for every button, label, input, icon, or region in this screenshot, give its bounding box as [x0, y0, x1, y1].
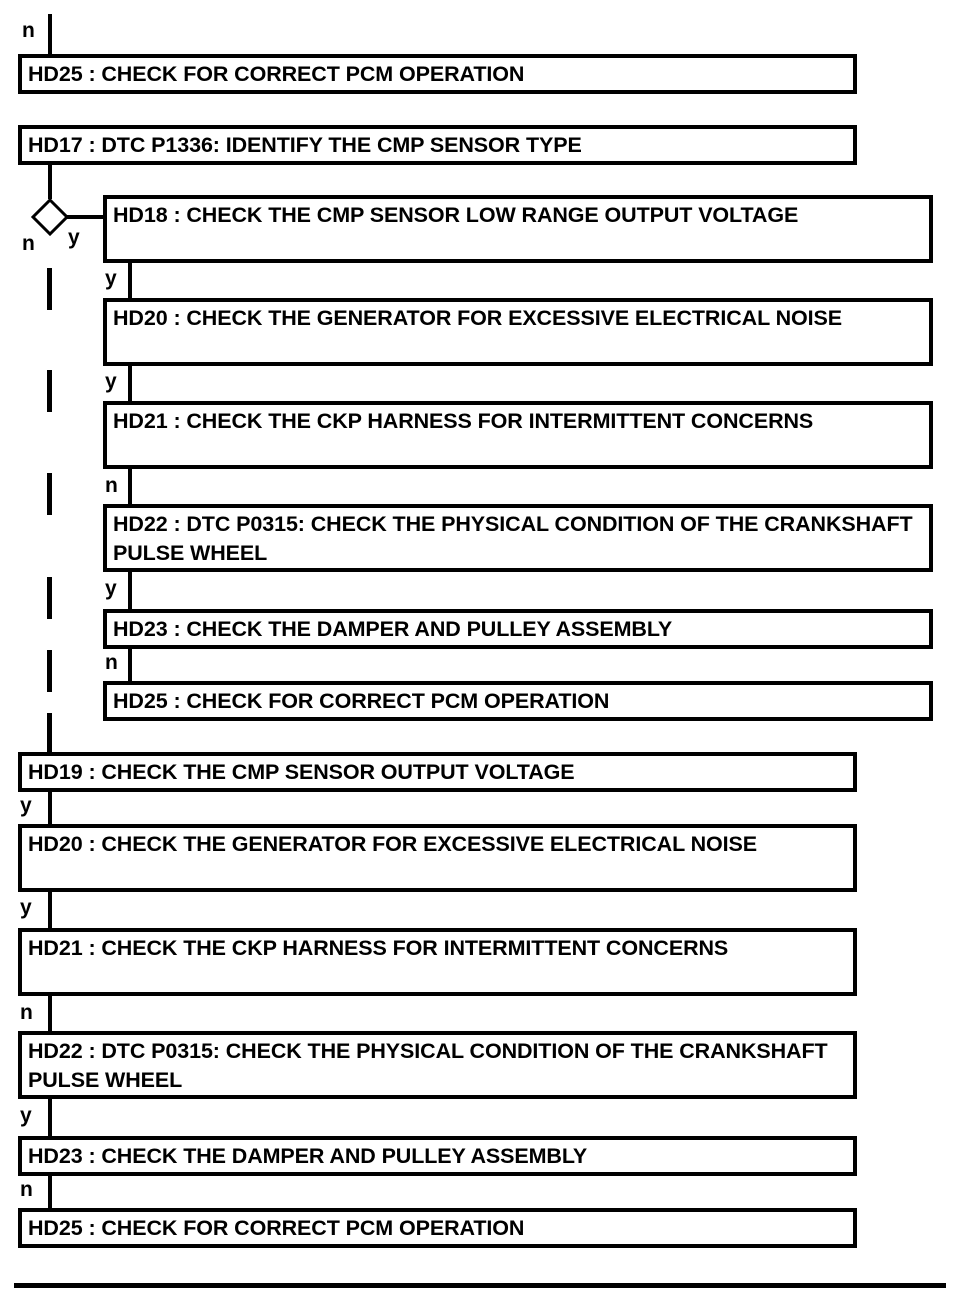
connector-hd17-to-decision: [48, 165, 52, 199]
process-box-hd18[interactable]: HD18 : CHECK THE CMP SENSOR LOW RANGE OU…: [103, 195, 933, 263]
connector-decision-to-hd18: [66, 215, 108, 219]
branch-label-y-hd20m-hd21m: y: [20, 896, 32, 919]
connector-hd21m-to-hd22m: [48, 996, 52, 1033]
process-box-hd22-main[interactable]: HD22 : DTC P0315: CHECK THE PHYSICAL CON…: [18, 1031, 857, 1099]
branch-label-y-hd20-hd21: y: [105, 370, 117, 393]
connector-spine-to-hd19: [48, 718, 52, 753]
branch-label-n-top: n: [22, 19, 35, 42]
connector-n-spine-seg2: [47, 370, 52, 412]
connector-hd22-to-hd23: [128, 572, 132, 609]
branch-label-y-decision: y: [68, 226, 80, 249]
branch-label-y-hd19-hd20: y: [20, 794, 32, 817]
process-box-hd21-branch[interactable]: HD21 : CHECK THE CKP HARNESS FOR INTERMI…: [103, 401, 933, 469]
branch-label-y-hd18-hd20: y: [105, 267, 117, 290]
connector-hd18-to-hd20: [128, 263, 132, 300]
process-box-hd23-branch[interactable]: HD23 : CHECK THE DAMPER AND PULLEY ASSEM…: [103, 609, 933, 649]
process-box-hd17[interactable]: HD17 : DTC P1336: IDENTIFY THE CMP SENSO…: [18, 125, 857, 165]
process-box-hd25-branch[interactable]: HD25 : CHECK FOR CORRECT PCM OPERATION: [103, 681, 933, 721]
connector-n-spine-seg1: [47, 268, 52, 310]
connector-hd20-to-hd21: [128, 366, 132, 403]
connector-n-spine-seg5: [47, 650, 52, 692]
branch-label-y-hd22-hd23: y: [105, 577, 117, 600]
connector-hd23m-to-hd25m: [48, 1176, 52, 1209]
connector-hd23-to-hd25: [128, 649, 132, 682]
branch-label-y-hd22m-hd23m: y: [20, 1104, 32, 1127]
connector-hd20m-to-hd21m: [48, 892, 52, 929]
connector-hd21-to-hd22: [128, 469, 132, 506]
process-box-hd21-main[interactable]: HD21 : CHECK THE CKP HARNESS FOR INTERMI…: [18, 928, 857, 996]
branch-label-n-hd21m-hd22m: n: [20, 1001, 33, 1024]
process-box-hd19[interactable]: HD19 : CHECK THE CMP SENSOR OUTPUT VOLTA…: [18, 752, 857, 792]
process-box-hd20-branch[interactable]: HD20 : CHECK THE GENERATOR FOR EXCESSIVE…: [103, 298, 933, 366]
process-box-hd20-main[interactable]: HD20 : CHECK THE GENERATOR FOR EXCESSIVE…: [18, 824, 857, 892]
process-box-hd23-main[interactable]: HD23 : CHECK THE DAMPER AND PULLEY ASSEM…: [18, 1136, 857, 1176]
connector-incoming-top: [48, 14, 52, 56]
process-box-hd22-branch[interactable]: HD22 : DTC P0315: CHECK THE PHYSICAL CON…: [103, 504, 933, 572]
decision-diamond-hd17[interactable]: [31, 198, 69, 236]
connector-hd22m-to-hd23m: [48, 1099, 52, 1136]
connector-n-spine-seg3: [47, 473, 52, 515]
branch-label-n-hd23m-hd25m: n: [20, 1178, 33, 1201]
connector-hd19-to-hd20: [48, 792, 52, 825]
branch-label-n-hd23-hd25: n: [105, 651, 118, 674]
process-box-top-hd25[interactable]: HD25 : CHECK FOR CORRECT PCM OPERATION: [18, 54, 857, 94]
branch-label-n-decision: n: [22, 232, 35, 255]
process-box-hd25-main[interactable]: HD25 : CHECK FOR CORRECT PCM OPERATION: [18, 1208, 857, 1248]
connector-n-spine-seg4: [47, 577, 52, 619]
branch-label-n-hd21-hd22: n: [105, 474, 118, 497]
bottom-divider: [14, 1283, 946, 1288]
